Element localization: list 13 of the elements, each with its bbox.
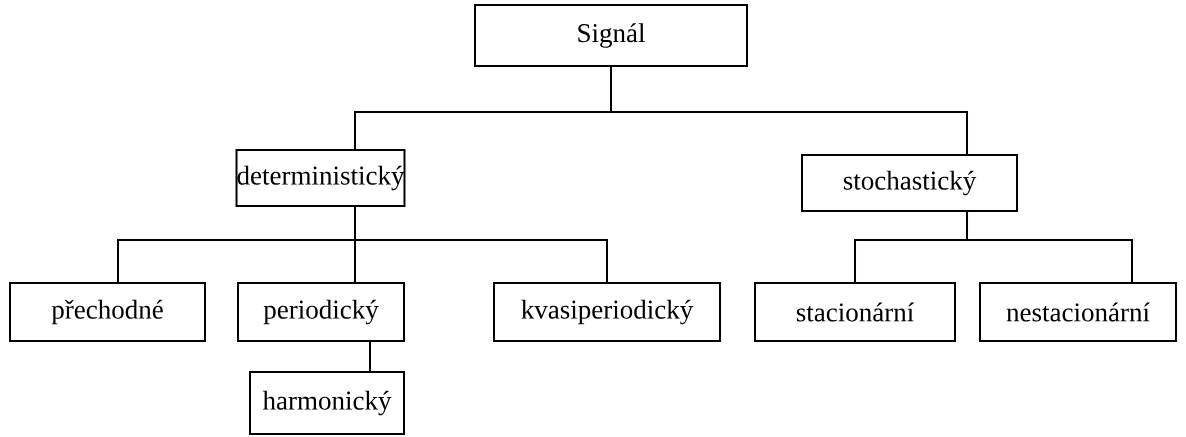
category-box: přechodné [9,282,206,342]
category-box: Signál [474,4,748,67]
connector-line [354,206,608,283]
category-box: harmonický [249,371,405,435]
connector-line [610,66,968,155]
category-box: deterministický [235,149,406,207]
category-box: nestacionární [979,282,1177,342]
category-box: stochastický [801,154,1018,212]
category-box: stacionární [754,282,956,342]
connector-line [369,341,371,372]
category-box: kvasiperiodický [493,282,721,342]
connector-line [966,211,1133,283]
category-box: periodický [237,282,405,342]
